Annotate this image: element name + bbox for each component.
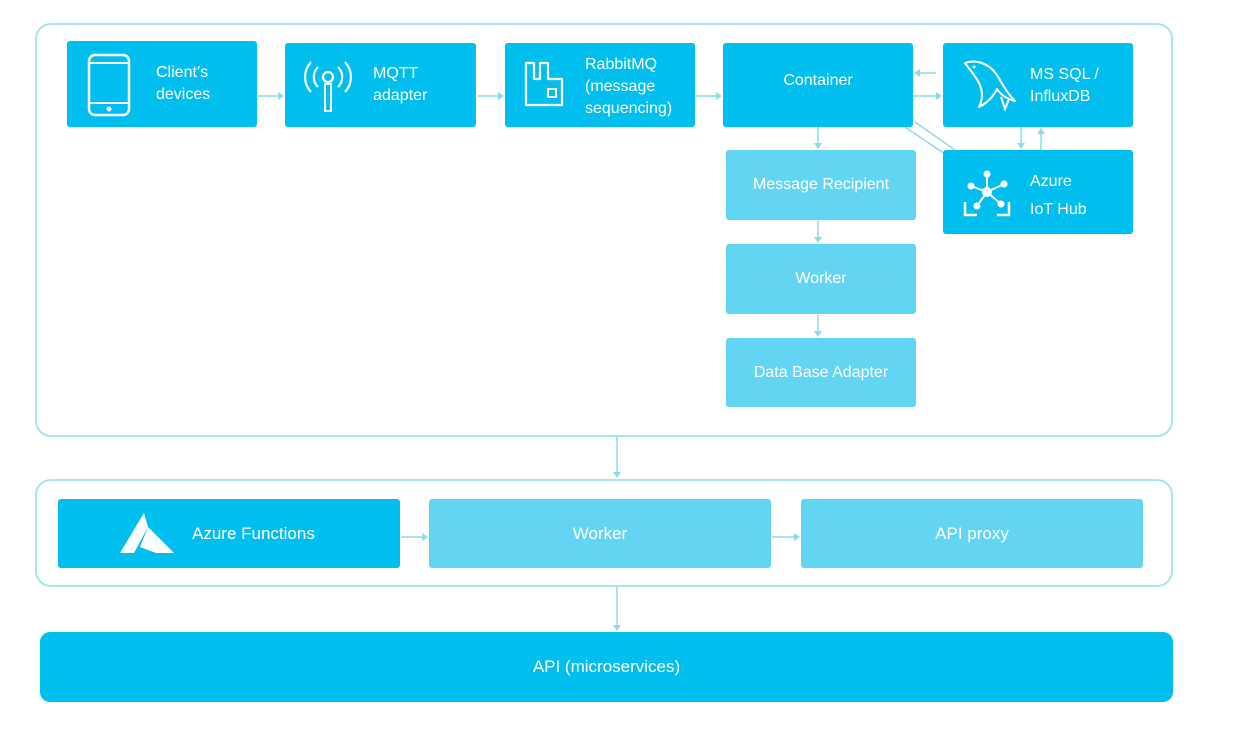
api-proxy-box: API proxy [801,499,1143,568]
phone-icon [87,53,131,117]
worker-box: Worker [726,244,916,314]
message-recipient-label: Message Recipient [752,176,890,193]
worker-label: Worker [795,270,847,287]
azure-iot-hub-box: Azure IoT Hub [943,150,1133,234]
processing-frame [35,479,1173,587]
azure-functions-icon [120,513,174,553]
mssql-influxdb-box: MS SQL / InfluxDB [943,43,1133,127]
azure-functions-label: Azure Functions [192,524,315,543]
ingestion-frame [35,23,1173,437]
middle-worker-box: Worker [429,499,771,568]
database-adapter-box: Data Base Adapter [726,338,916,407]
middle-worker-label: Worker [572,523,628,543]
clients-devices-box: Client’s devices [67,41,257,127]
api-microservices-bar: API (microservices) [40,632,1173,702]
database-adapter-label: Data Base Adapter [753,363,889,381]
mssql-influxdb-label: MS SQL / InfluxDB [1030,66,1099,105]
dolphin-icon [964,60,1016,112]
container-box: Container [723,43,913,127]
iot-hub-icon [963,170,1011,217]
mqtt-adapter-label: MQTT adapter [373,65,428,104]
message-recipient-box: Message Recipient [726,150,916,220]
clients-devices-label: Client’s devices [156,64,211,103]
rabbitmq-label: RabbitMQ (message sequencing) [585,56,673,117]
rabbitmq-box: RabbitMQ (message sequencing) [505,43,695,127]
azure-iot-hub-label: Azure IoT Hub [1030,173,1087,218]
mqtt-adapter-box: MQTT adapter [285,43,476,127]
container-label: Container [783,72,853,89]
azure-functions-box: Azure Functions [58,499,400,568]
antenna-icon [304,61,352,112]
rabbitmq-icon [524,61,564,107]
api-microservices-label: API (microservices) [532,657,681,676]
api-proxy-label: API proxy [935,523,1009,543]
